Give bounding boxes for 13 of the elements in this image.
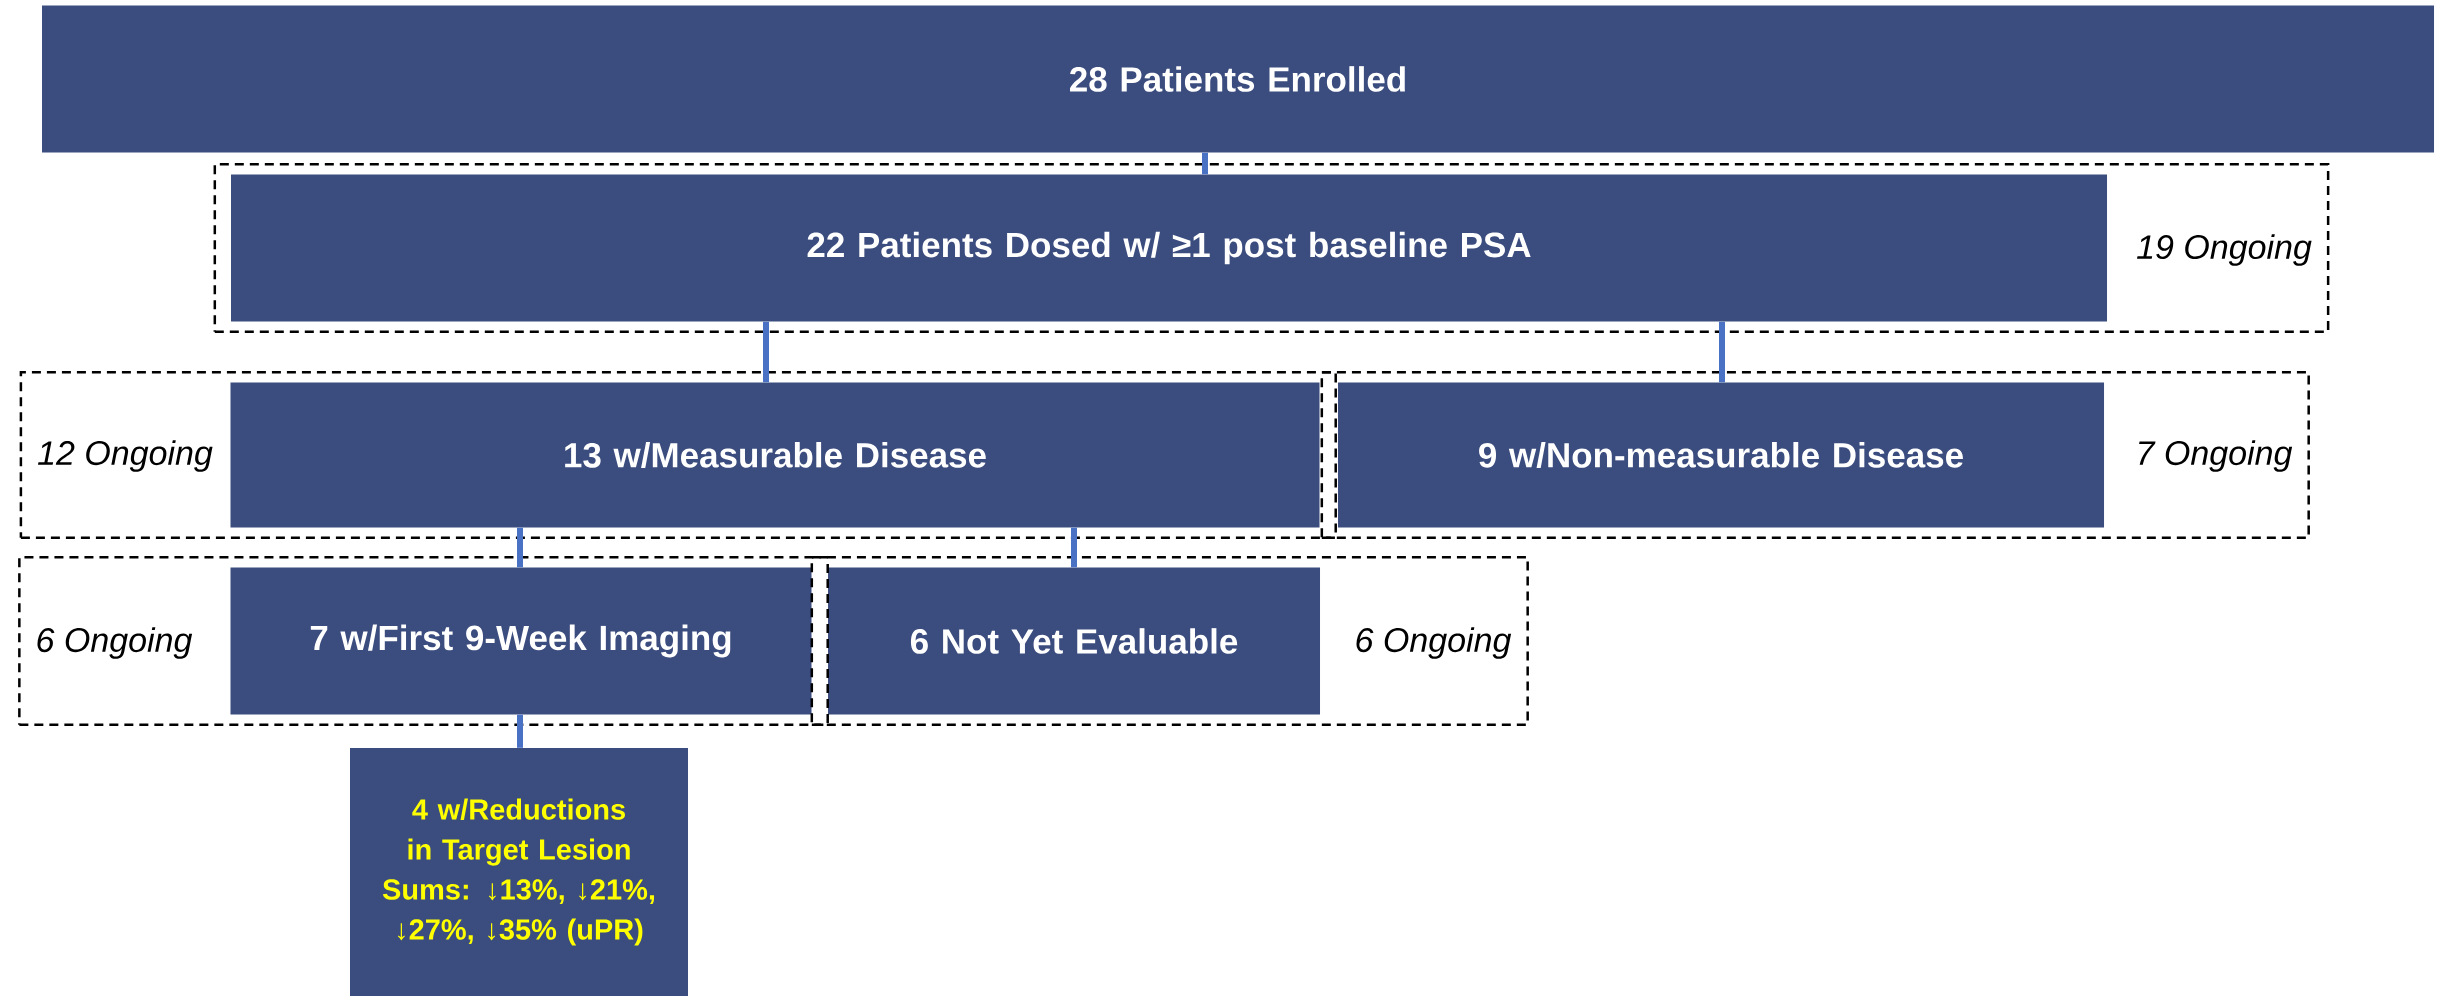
connector-line — [1719, 321, 1725, 383]
process-box: 7 w/First 9-Week Imaging — [230, 567, 812, 715]
connector-line — [517, 714, 523, 748]
connector-line — [1071, 527, 1077, 568]
process-box: 4 w/Reductions in Target Lesion Sums: ↓13%, ↓21%, ↓27%, ↓35% (uPR) — [350, 748, 688, 996]
connector-line — [1202, 152, 1208, 175]
process-box: 13 w/Measurable Disease — [230, 382, 1320, 528]
process-box: 6 Not Yet Evaluable — [828, 567, 1320, 715]
connector-line — [763, 321, 769, 383]
process-box: 22 Patients Dosed w/ ≥1 post baseline PSA — [231, 174, 2108, 322]
connector-line — [517, 527, 523, 568]
process-box: 9 w/Non-measurable Disease — [1338, 382, 2105, 528]
process-box: 28 Patients Enrolled — [42, 5, 2435, 153]
